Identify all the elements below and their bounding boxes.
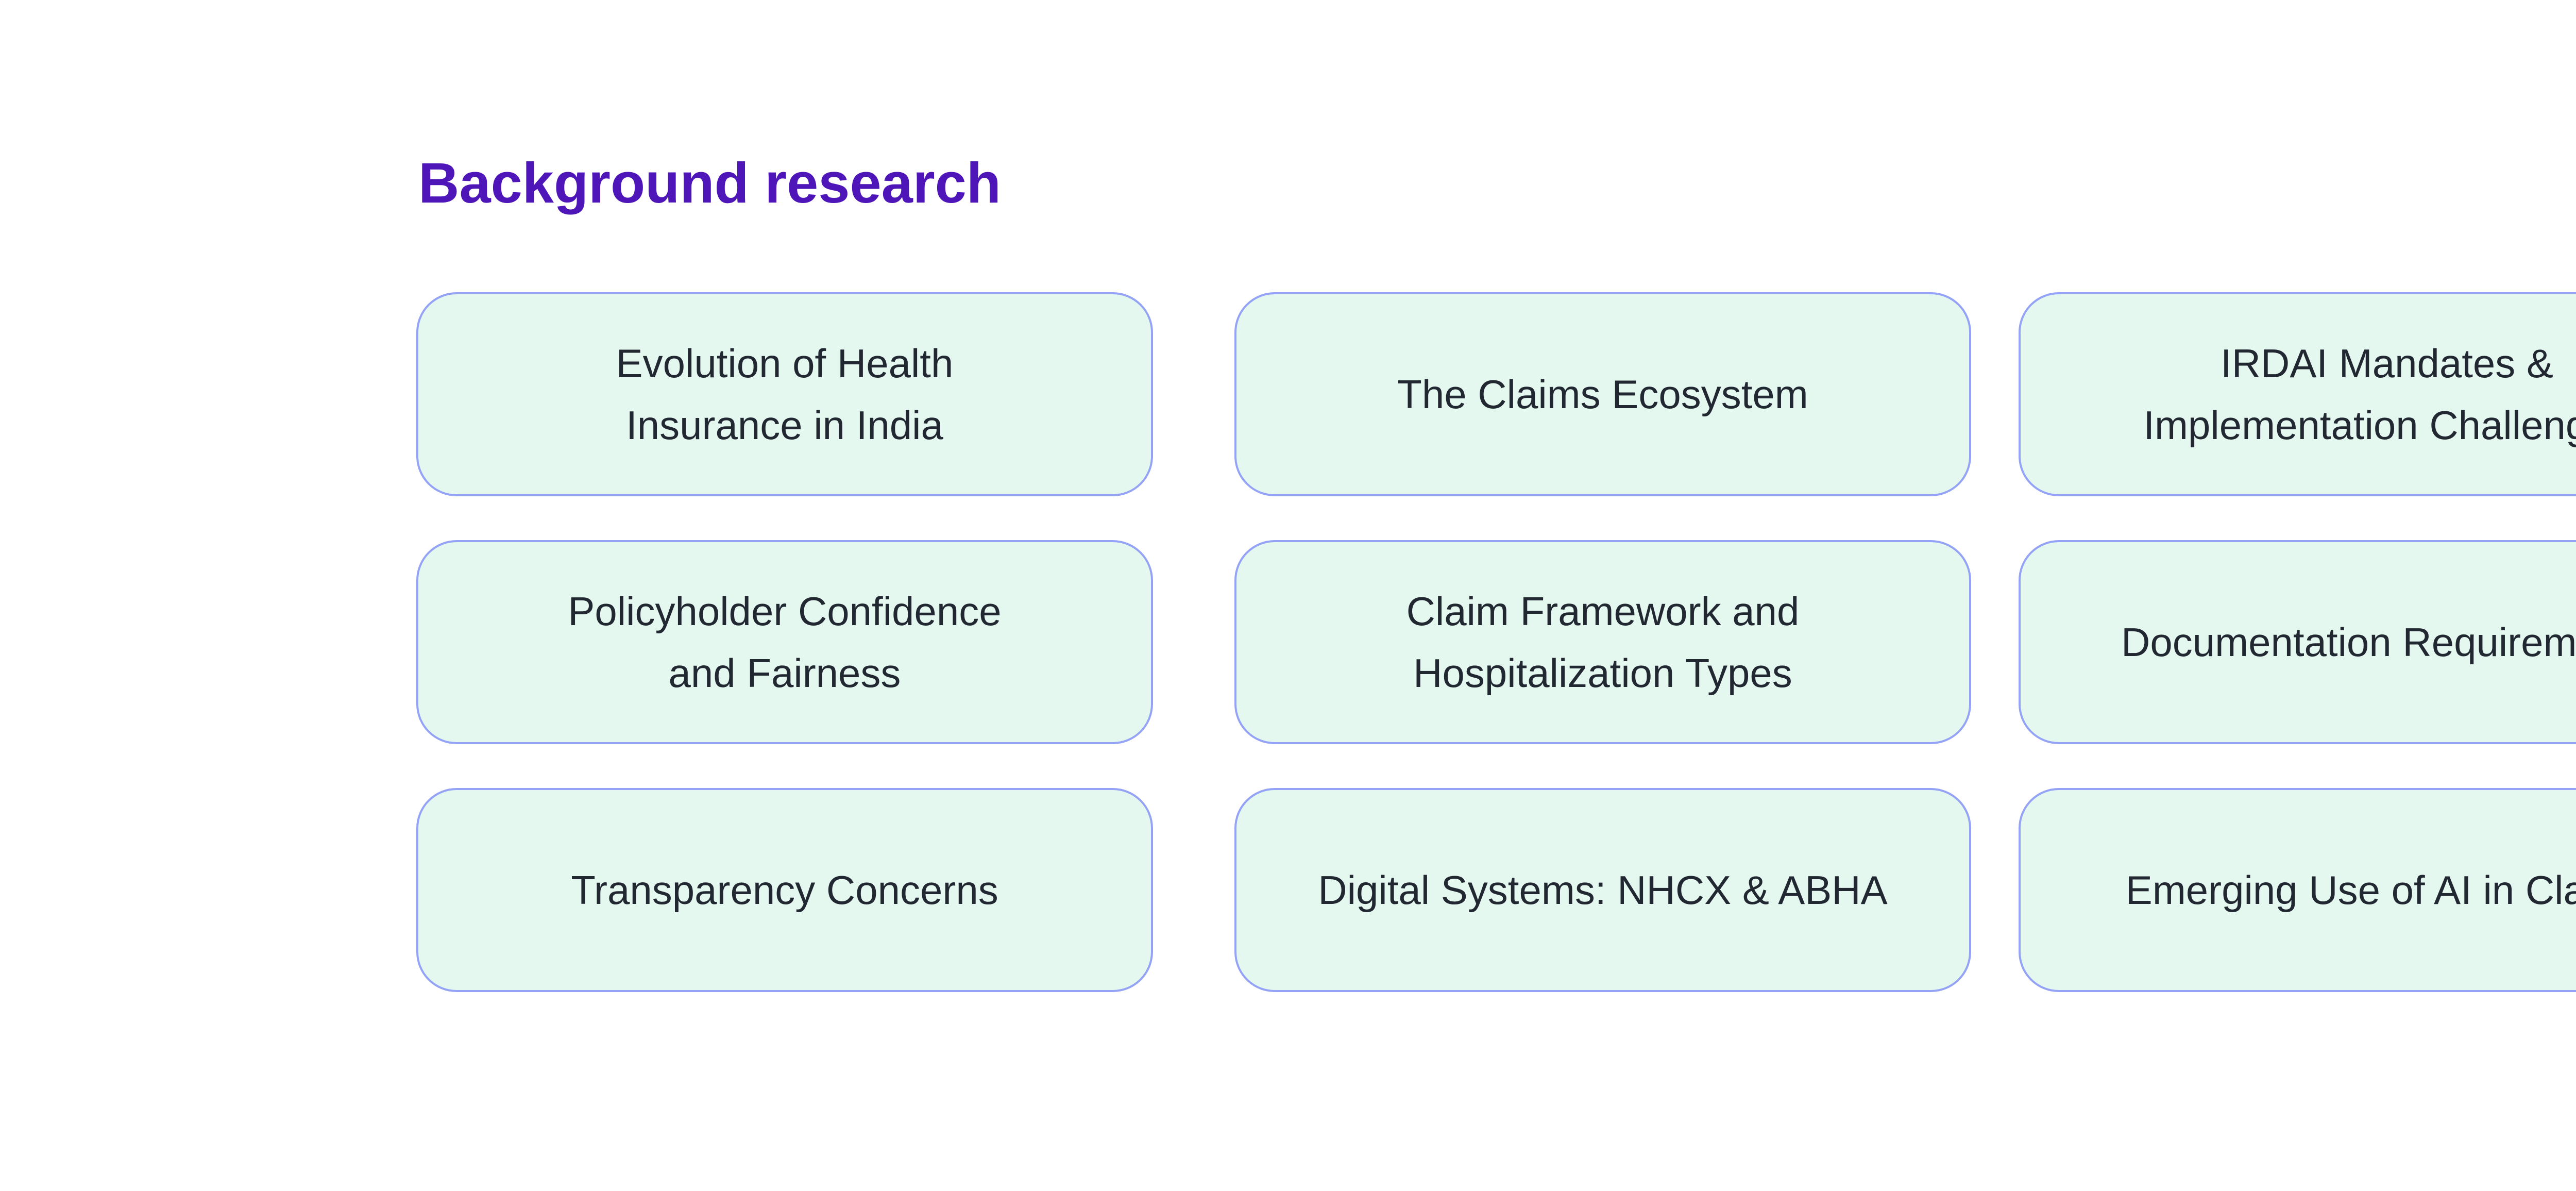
card-transparency-concerns: Transparency Concerns [416,788,1153,992]
card-digital-systems-nhcx-abha: Digital Systems: NHCX & ABHA [1234,788,1971,992]
card-policyholder-confidence: Policyholder Confidence and Fairness [416,540,1153,744]
card-emerging-ai-in-claims: Emerging Use of AI in Claims [2019,788,2576,992]
topic-card-label: Digital Systems: NHCX & ABHA [1318,867,1888,913]
topic-card-label: Policyholder Confidence and Fairness [568,589,1002,696]
card-claims-ecosystem: The Claims Ecosystem [1234,292,1971,496]
topic-card-label: Evolution of Health Insurance in India [616,341,954,448]
card-claim-framework: Claim Framework and Hospitalization Type… [1234,540,1971,744]
card-irdai-mandates: IRDAI Mandates & Implementation Challeng… [2019,292,2576,496]
topic-card-label: The Claims Ecosystem [1397,372,1808,417]
card-documentation-requirements: Documentation Requirements [2019,540,2576,744]
page-title: Background research [418,152,1001,215]
topic-card-label: Transparency Concerns [571,867,998,913]
topic-card-label: Documentation Requirements [2121,619,2576,665]
topic-card-label: IRDAI Mandates & Implementation Challeng… [2143,341,2576,448]
card-evolution-health-insurance: Evolution of Health Insurance in India [416,292,1153,496]
topic-card-label: Claim Framework and Hospitalization Type… [1406,589,1800,696]
topic-card-label: Emerging Use of AI in Claims [2125,867,2576,913]
